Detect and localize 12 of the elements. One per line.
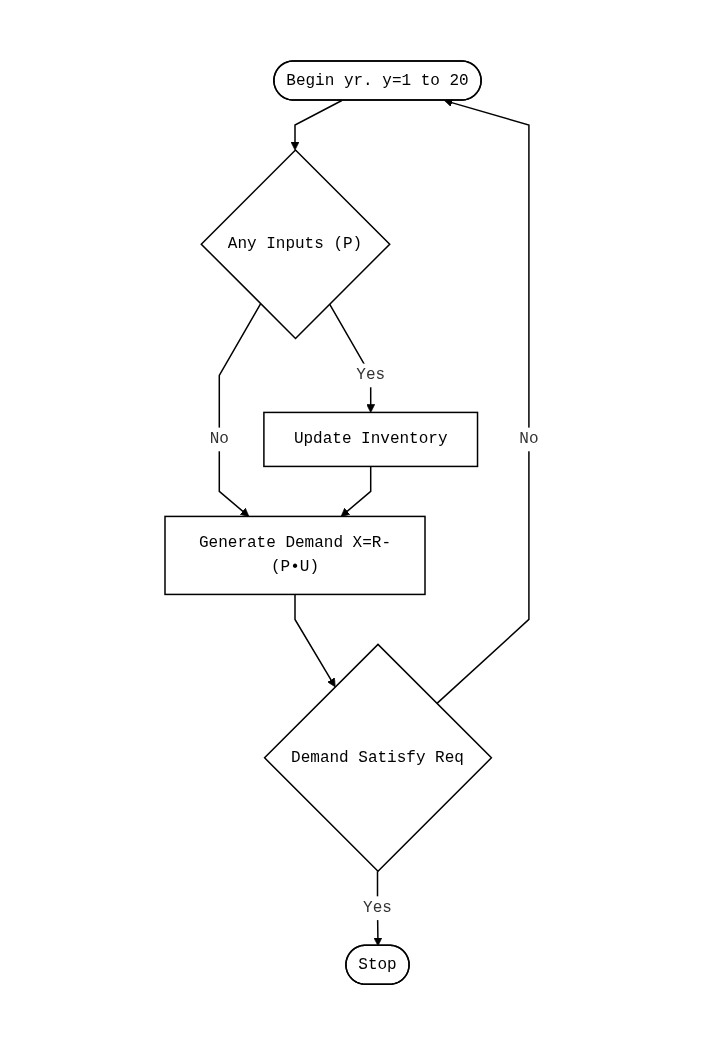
arrow [294, 594, 336, 688]
edge-label: No [519, 430, 539, 449]
edge-label: No [209, 430, 229, 449]
node-box: Generate Demand X=R-(P•U) [164, 516, 426, 596]
node-diamond: Any Inputs (P) [199, 149, 391, 340]
node-box: Update Inventory [262, 412, 478, 468]
edge-label: Yes [362, 899, 392, 918]
arrow [290, 100, 343, 151]
arrow [340, 466, 372, 518]
node-diamond: Demand Satisfy Req [263, 643, 493, 873]
arrow [218, 303, 261, 518]
edge-label: Yes [356, 366, 385, 385]
